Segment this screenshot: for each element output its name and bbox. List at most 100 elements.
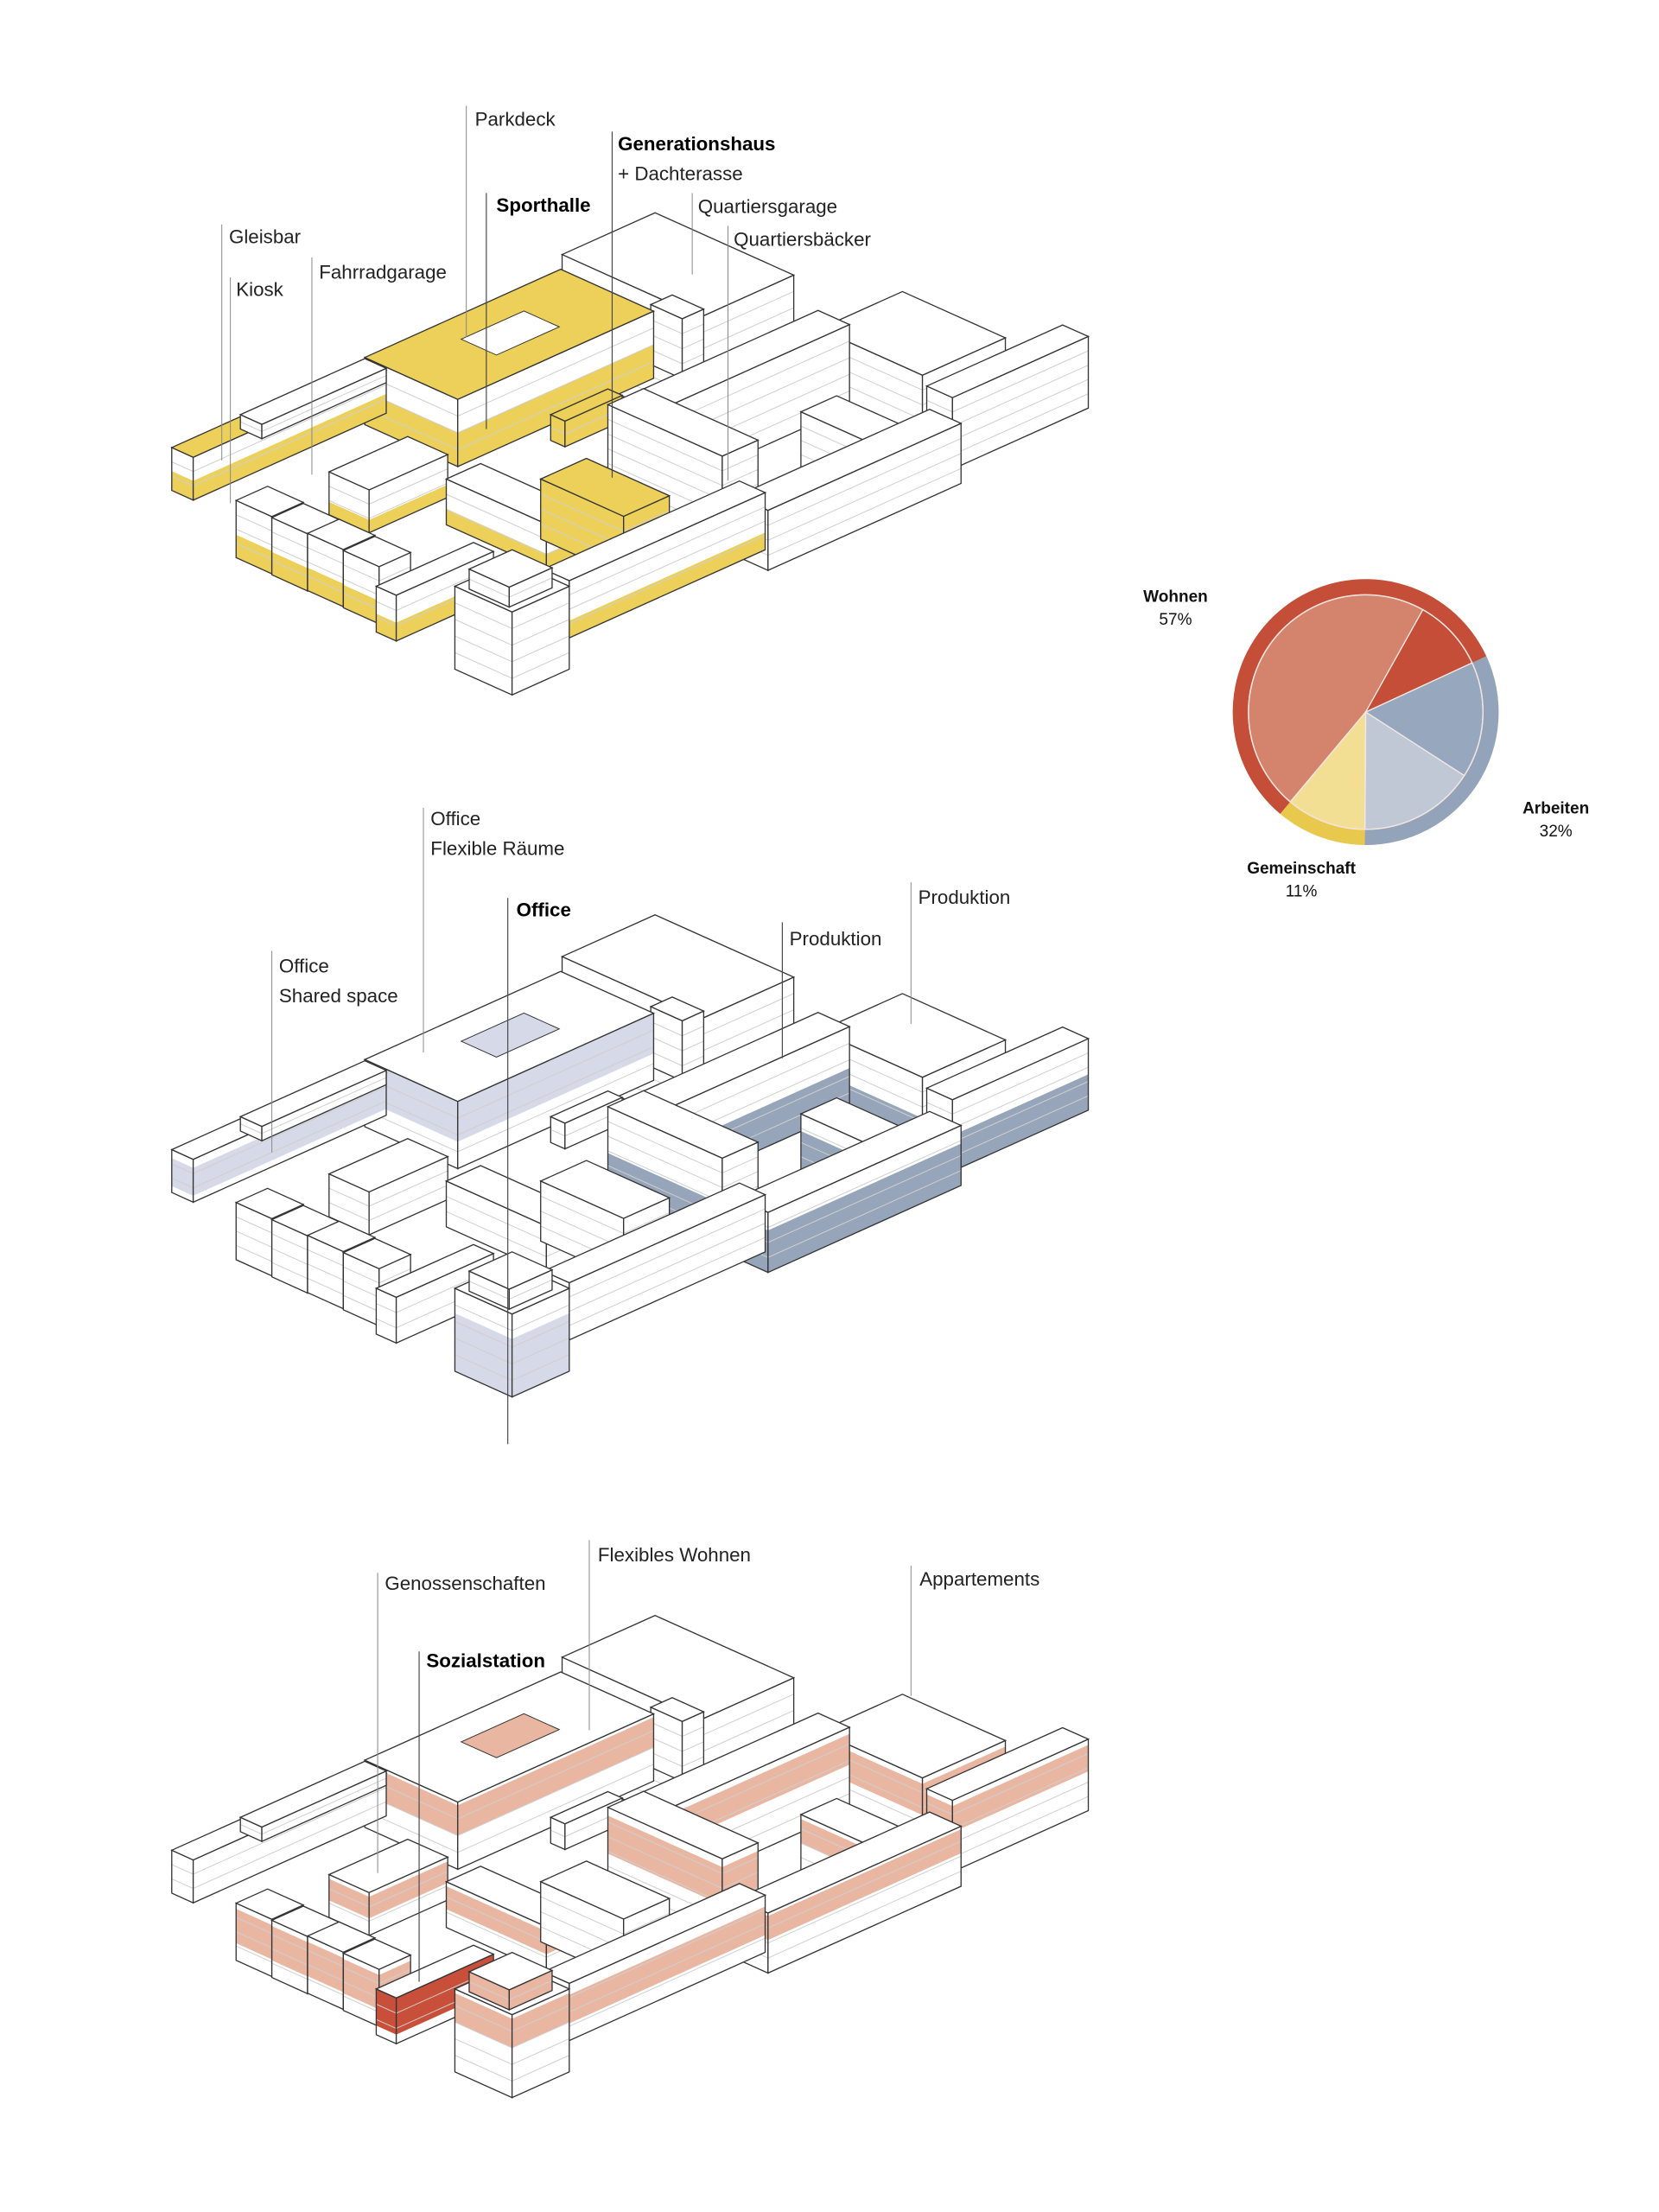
- program-band: [607, 1815, 722, 1905]
- building-roof: [549, 1090, 624, 1124]
- building-roof: [606, 1790, 760, 1859]
- floor-line: [328, 499, 370, 519]
- floor-line: [261, 1077, 387, 1135]
- building-roof: [306, 518, 377, 550]
- floor-line: [368, 482, 448, 519]
- floor-line: [454, 635, 512, 663]
- program-band: [446, 1886, 547, 1955]
- floor-line: [271, 545, 308, 563]
- floor-line: [261, 1777, 387, 1835]
- floor-line: [512, 1320, 570, 1348]
- floor-line: [307, 1263, 344, 1281]
- floor-line: [607, 1851, 723, 1904]
- floor-line: [468, 1281, 510, 1300]
- floor-line: [446, 1911, 547, 1958]
- floor-line: [328, 1903, 370, 1922]
- label-flexible-raeume: Flexible Räume: [430, 838, 564, 860]
- floor-line: [457, 1046, 654, 1135]
- floor-line: [607, 1836, 723, 1889]
- floor-line: [952, 1767, 1089, 1830]
- floor-line: [454, 1320, 512, 1348]
- floor-line: [236, 1216, 272, 1234]
- label-fahrradgarage: Fahrradgarage: [319, 262, 447, 283]
- floor-line: [378, 1968, 411, 1985]
- floor-line: [952, 1782, 1089, 1844]
- floor-line: [193, 1801, 387, 1890]
- floor-line: [767, 453, 962, 541]
- pie-label-gemeinschaft: Gemeinschaft: [1247, 860, 1356, 878]
- building: [649, 294, 705, 380]
- floor-line: [721, 1872, 759, 1889]
- floor-line: [926, 1802, 953, 1815]
- floor-line: [509, 1279, 553, 1300]
- program-band: [512, 1313, 569, 1397]
- floor-line: [454, 2055, 512, 2082]
- floor-line: [343, 578, 379, 596]
- floor-line: [650, 1051, 683, 1066]
- floor-line: [540, 1896, 624, 1935]
- building-roof: [549, 388, 624, 423]
- floor-line: [682, 353, 704, 365]
- label-office: Office: [430, 808, 480, 830]
- floor-line: [271, 1962, 308, 1980]
- floor-line: [457, 344, 654, 434]
- building-roof: [306, 1921, 377, 1954]
- floor-line: [675, 340, 850, 421]
- floor-line: [236, 543, 272, 560]
- building-roof: [649, 294, 705, 320]
- pie-value-gemeinschaft: 11%: [1286, 883, 1318, 901]
- floor-line: [454, 619, 512, 646]
- building: [649, 1697, 705, 1783]
- floor-line: [240, 1123, 263, 1135]
- floor-line: [236, 1244, 272, 1262]
- floor-line: [607, 418, 723, 472]
- floor-line: [650, 1036, 683, 1052]
- program-band: [365, 1763, 458, 1836]
- floor-line: [550, 427, 566, 435]
- floor-line: [952, 1066, 1089, 1129]
- building: [238, 1059, 388, 1142]
- floor-line: [650, 1737, 683, 1752]
- floor-line: [952, 378, 1089, 442]
- program-band: [952, 1745, 1089, 1833]
- floor-line: [307, 1964, 344, 1981]
- floor-line: [700, 290, 794, 334]
- building-roof: [925, 324, 1090, 398]
- program-band: [193, 1081, 387, 1196]
- floor-line: [271, 1248, 308, 1265]
- building-roof: [542, 480, 767, 582]
- building: [542, 480, 767, 639]
- massing-models: [170, 212, 1090, 2099]
- floor-line: [512, 1354, 570, 1382]
- floor-line: [343, 1967, 379, 1985]
- program-band: [271, 551, 308, 591]
- floor-line: [607, 1121, 723, 1173]
- building-facade: [454, 586, 512, 696]
- floor-line: [171, 1864, 194, 1875]
- floor-line: [550, 1829, 566, 1838]
- program-band: [569, 1906, 766, 2024]
- floor-line: [454, 2021, 512, 2049]
- floor-line: [240, 421, 263, 432]
- floor-line: [171, 475, 194, 486]
- building-roof: [649, 996, 705, 1022]
- floor-line: [682, 1726, 704, 1738]
- floor-line: [509, 1980, 553, 2000]
- floor-line: [650, 1751, 683, 1767]
- building-roof: [306, 1220, 377, 1253]
- floor-line: [767, 1140, 962, 1228]
- floor-line: [767, 1871, 962, 1959]
- floor-line: [271, 1233, 308, 1251]
- floor-line: [952, 365, 1089, 427]
- building-roof: [327, 1138, 449, 1193]
- building-roof: [539, 457, 671, 518]
- floor-line: [675, 1042, 850, 1122]
- floor-line: [700, 1710, 794, 1753]
- program-band: [328, 501, 370, 533]
- floor-line: [446, 493, 547, 540]
- building: [363, 970, 656, 1170]
- building-roof: [549, 1790, 624, 1825]
- program-band: [236, 534, 272, 575]
- floor-line: [446, 509, 547, 556]
- floor-line: [767, 1840, 962, 1929]
